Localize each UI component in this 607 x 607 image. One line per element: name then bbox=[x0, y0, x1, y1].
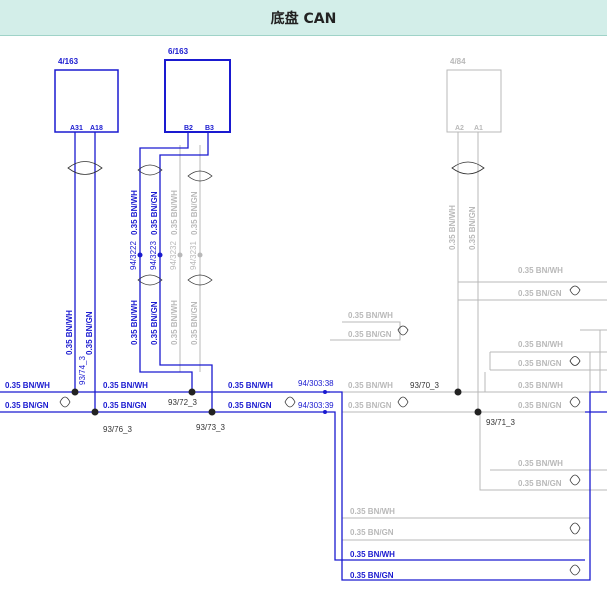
wire-label: 0.35 BN/GN bbox=[190, 301, 199, 345]
pin-label: A1 bbox=[474, 125, 483, 132]
node-label: 94/303:39 bbox=[298, 401, 334, 410]
pin-label: A2 bbox=[455, 125, 464, 132]
node-label: 94/3223 bbox=[149, 241, 158, 270]
wire-label: 0.35 BN/WH bbox=[518, 266, 563, 275]
wire-label: 0.35 BN/GN bbox=[350, 571, 394, 580]
wire-label: 0.35 BN/GN bbox=[85, 311, 94, 355]
page-title: 底盘 CAN bbox=[0, 0, 607, 36]
pin-label: B2 bbox=[184, 125, 193, 132]
wire-label: 0.35 BN/GN bbox=[518, 359, 562, 368]
wire-label: 0.35 BN/WH bbox=[170, 300, 179, 345]
wire-label: 0.35 BN/WH bbox=[228, 381, 273, 390]
wire-label: 0.35 BN/WH bbox=[448, 205, 457, 250]
node-label: 94/303:38 bbox=[298, 379, 334, 388]
node-label: 93/73_3 bbox=[196, 423, 225, 432]
wire-label: 0.35 BN/GN bbox=[150, 191, 159, 235]
wire-label: 0.35 BN/GN bbox=[190, 191, 199, 235]
pin-label: A18 bbox=[90, 125, 103, 132]
wire-label: 0.35 BN/WH bbox=[103, 381, 148, 390]
wire-label: 0.35 BN/WH bbox=[518, 340, 563, 349]
pin-label: A31 bbox=[70, 125, 83, 132]
splice-nodes bbox=[71, 252, 482, 416]
connector-6-163[interactable]: 6/163 B2 B3 bbox=[164, 47, 231, 133]
horizontal-wire-labels: 0.35 BN/WH 0.35 BN/GN 0.35 BN/WH 0.35 BN… bbox=[5, 266, 563, 580]
wire-label: 0.35 BN/GN bbox=[5, 401, 49, 410]
wire-label: 0.35 BN/WH bbox=[350, 550, 395, 559]
vertical-wire-labels: 0.35 BN/WH 0.35 BN/GN 0.35 BN/WH 0.35 BN… bbox=[65, 190, 477, 355]
node-label: 93/76_3 bbox=[103, 425, 132, 434]
node-label: 94/3231 bbox=[189, 241, 198, 270]
connector-label: 4/84 bbox=[450, 57, 466, 66]
wire-label: 0.35 BN/GN bbox=[228, 401, 272, 410]
wire-label: 0.35 BN/GN bbox=[150, 301, 159, 345]
wire-label: 0.35 BN/WH bbox=[130, 190, 139, 235]
wire-label: 0.35 BN/WH bbox=[518, 381, 563, 390]
wire-label: 0.35 BN/GN bbox=[348, 401, 392, 410]
wire-label: 0.35 BN/GN bbox=[468, 206, 477, 250]
wire-label: 0.35 BN/GN bbox=[518, 401, 562, 410]
connector-4-84[interactable]: 4/84 A2 A1 bbox=[446, 57, 502, 133]
wire-label: 0.35 BN/GN bbox=[518, 289, 562, 298]
wire-label: 0.35 BN/GN bbox=[103, 401, 147, 410]
wire-label: 0.35 BN/GN bbox=[518, 479, 562, 488]
wire-label: 0.35 BN/WH bbox=[518, 459, 563, 468]
wire-label: 0.35 BN/GN bbox=[348, 330, 392, 339]
wire-label: 0.35 BN/WH bbox=[350, 507, 395, 516]
connector-label: 4/163 bbox=[58, 57, 79, 66]
node-label: 93/74_3 bbox=[78, 356, 87, 385]
pin-label: B3 bbox=[205, 125, 214, 132]
connector-label: 6/163 bbox=[168, 47, 189, 56]
active-wires bbox=[0, 132, 607, 581]
node-label: 93/70_3 bbox=[410, 381, 439, 390]
node-label: 94/3222 bbox=[129, 241, 138, 270]
node-label: 93/72_3 bbox=[168, 398, 197, 407]
node-label: 94/3232 bbox=[169, 241, 178, 270]
connector-4-163[interactable]: 4/163 A31 A18 bbox=[54, 57, 119, 133]
wire-label: 0.35 BN/WH bbox=[348, 381, 393, 390]
node-label: 93/71_3 bbox=[486, 418, 515, 427]
node-labels: 93/74_3 93/76_3 93/72_3 93/73_3 93/70_3 … bbox=[78, 241, 515, 434]
wire-label: 0.35 BN/WH bbox=[170, 190, 179, 235]
wire-label: 0.35 BN/WH bbox=[348, 311, 393, 320]
wire-label: 0.35 BN/WH bbox=[130, 300, 139, 345]
wire-label: 0.35 BN/WH bbox=[5, 381, 50, 390]
wire-label: 0.35 BN/WH bbox=[65, 310, 74, 355]
twist-markers bbox=[59, 161, 581, 576]
wire-label: 0.35 BN/GN bbox=[350, 528, 394, 537]
